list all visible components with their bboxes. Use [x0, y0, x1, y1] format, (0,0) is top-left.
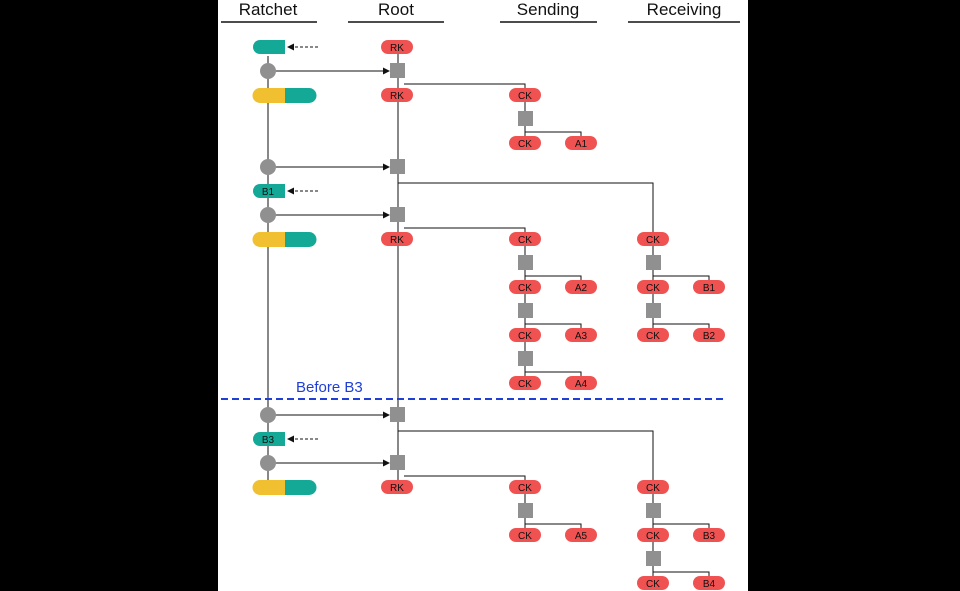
message-key-b3: B3: [693, 528, 725, 542]
dashed-input-arrows: [287, 43, 318, 443]
kdf-box-send: [518, 503, 533, 518]
sending-chain-key: CK: [509, 280, 541, 294]
header-sending: Sending: [517, 0, 579, 19]
svg-text:A4: A4: [575, 379, 588, 390]
receiving-chain-key: CK: [637, 528, 669, 542]
dh-circle-2: [260, 159, 276, 175]
kdf-box-send: [518, 111, 533, 126]
ratchet-key-pair-1: [252, 88, 317, 103]
svg-text:RK: RK: [390, 235, 404, 246]
kdf-box-recv: [646, 255, 661, 270]
ratchet-key-pair-2: [252, 232, 317, 247]
svg-text:CK: CK: [518, 483, 532, 494]
svg-text:B2: B2: [703, 331, 716, 342]
header-root: Root: [378, 0, 414, 19]
kdf-box-root-1: [390, 63, 405, 78]
sending-nodes: CK CK A1 CK CK A2 CK A3: [509, 88, 597, 542]
message-key-b4: B4: [693, 576, 725, 590]
svg-text:CK: CK: [518, 331, 532, 342]
svg-text:RK: RK: [390, 43, 404, 54]
dh-circle-1: [260, 63, 276, 79]
sending-chain-key: CK: [509, 376, 541, 390]
sending-chain-key: CK: [509, 232, 541, 246]
message-key-a2: A2: [565, 280, 597, 294]
kdf-box-send: [518, 255, 533, 270]
header-receiving: Receiving: [647, 0, 722, 19]
kdf-box-recv: [646, 503, 661, 518]
svg-text:CK: CK: [518, 379, 532, 390]
svg-text:B3: B3: [703, 531, 716, 542]
root-key-1: RK: [381, 40, 413, 54]
ratchet-nodes: B1 B3: [252, 40, 317, 495]
svg-text:CK: CK: [518, 283, 532, 294]
dh-circle-4: [260, 407, 276, 423]
root-key-2: RK: [381, 88, 413, 102]
svg-text:CK: CK: [518, 531, 532, 542]
sending-chain-key: CK: [509, 328, 541, 342]
root-nodes: RK RK RK RK: [381, 40, 413, 494]
svg-text:A1: A1: [575, 139, 588, 150]
sending-chain-key: CK: [509, 528, 541, 542]
receiving-chain-key: CK: [637, 328, 669, 342]
sending-chain-key: CK: [509, 88, 541, 102]
ratchet-public-key-b1: B1: [253, 184, 285, 198]
dh-circle-5: [260, 455, 276, 471]
header-ratchet: Ratchet: [239, 0, 298, 19]
ratchet-key-pair-3: [252, 480, 317, 495]
ratchet-key-b1-label: B1: [262, 187, 275, 198]
ratchet-public-key-b3: B3: [253, 432, 285, 446]
svg-text:CK: CK: [646, 483, 660, 494]
svg-text:A2: A2: [575, 283, 588, 294]
root-key-4: RK: [381, 480, 413, 494]
receiving-chain-key: CK: [637, 480, 669, 494]
message-key-a1: A1: [565, 136, 597, 150]
kdf-box-send: [518, 351, 533, 366]
ratchet-public-key-1: [253, 40, 285, 54]
svg-text:CK: CK: [646, 235, 660, 246]
svg-text:CK: CK: [646, 579, 660, 590]
svg-text:RK: RK: [390, 483, 404, 494]
receiving-chain-key: CK: [637, 280, 669, 294]
svg-text:CK: CK: [646, 283, 660, 294]
ratchet-key-b3-label: B3: [262, 435, 275, 446]
sending-chain-key: CK: [509, 480, 541, 494]
svg-text:A3: A3: [575, 331, 588, 342]
svg-text:CK: CK: [518, 139, 532, 150]
dh-circle-3: [260, 207, 276, 223]
svg-text:B1: B1: [703, 283, 716, 294]
before-b3-label: Before B3: [296, 379, 363, 396]
kdf-box-root-2: [390, 159, 405, 174]
root-key-3: RK: [381, 232, 413, 246]
receiving-chain-key: CK: [637, 576, 669, 590]
kdf-box-recv: [646, 551, 661, 566]
svg-text:CK: CK: [518, 235, 532, 246]
svg-text:RK: RK: [390, 91, 404, 102]
receiving-chain-key: CK: [637, 232, 669, 246]
receiving-nodes: CK CK B1 CK B2 CK CK B3: [637, 232, 725, 590]
message-key-b2: B2: [693, 328, 725, 342]
message-key-b1: B1: [693, 280, 725, 294]
kdf-box-root-4: [390, 407, 405, 422]
kdf-box-send: [518, 303, 533, 318]
svg-text:A5: A5: [575, 531, 588, 542]
column-headers: Ratchet Root Sending Receiving: [221, 0, 740, 23]
sending-chain-key: CK: [509, 136, 541, 150]
kdf-box-root-3: [390, 207, 405, 222]
message-key-a5: A5: [565, 528, 597, 542]
svg-text:CK: CK: [646, 531, 660, 542]
kdf-box-recv: [646, 303, 661, 318]
message-key-a3: A3: [565, 328, 597, 342]
svg-text:CK: CK: [646, 331, 660, 342]
svg-text:B4: B4: [703, 579, 716, 590]
message-key-a4: A4: [565, 376, 597, 390]
svg-text:CK: CK: [518, 91, 532, 102]
kdf-box-root-5: [390, 455, 405, 470]
